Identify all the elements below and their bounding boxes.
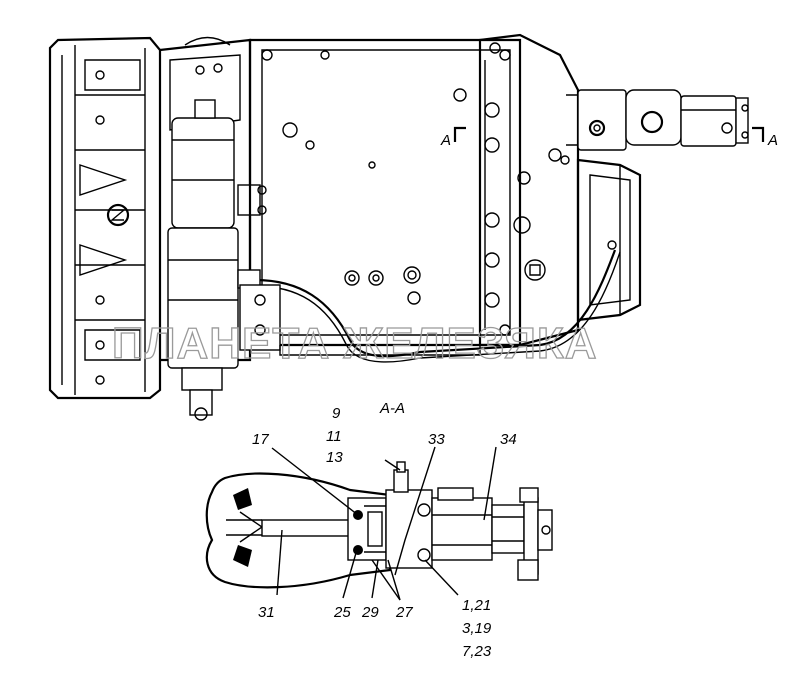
callout-11: 11 [326, 428, 342, 445]
callout-33: 33 [428, 431, 445, 448]
gearbox-assembly-view: A A [48, 33, 778, 421]
output-flange [576, 158, 642, 322]
fitting [431, 487, 553, 581]
callout-9: 9 [332, 405, 341, 422]
lower-rail [279, 345, 481, 356]
air-pipe [237, 249, 621, 363]
section-mark-left: A [440, 126, 466, 149]
callout-27: 27 [395, 604, 413, 621]
section-housing [205, 472, 392, 589]
section-mark-right: A [752, 126, 778, 149]
callout-29: 29 [361, 604, 379, 621]
section-mark-right-label: A [767, 132, 778, 149]
callout-31: 31 [258, 604, 275, 621]
callout-7-23: 7,23 [462, 643, 492, 660]
valve-body [385, 461, 433, 569]
callout-17: 17 [252, 431, 269, 448]
callout-34: 34 [500, 431, 517, 448]
callout-13: 13 [326, 449, 343, 466]
callout-1-21: 1,21 [462, 597, 491, 614]
shaft [261, 519, 353, 537]
bearing-left [226, 488, 264, 567]
zf-logo [106, 203, 130, 227]
leader-lines [271, 446, 497, 601]
bell-housing-flange [48, 36, 162, 400]
seal-pack [347, 497, 387, 561]
section-aa-view: А-А [205, 400, 553, 660]
callout-3-19: 3,19 [462, 620, 492, 637]
callout-25: 25 [333, 604, 351, 621]
shift-cylinder [167, 99, 267, 421]
watermark-text: ПЛАНЕТА ЖЕЛЕЗЯКА [112, 319, 598, 368]
section-title: А-А [379, 400, 405, 417]
valve-block [566, 89, 749, 151]
rear-cover [478, 33, 580, 347]
section-mark-left-label: A [440, 132, 451, 149]
